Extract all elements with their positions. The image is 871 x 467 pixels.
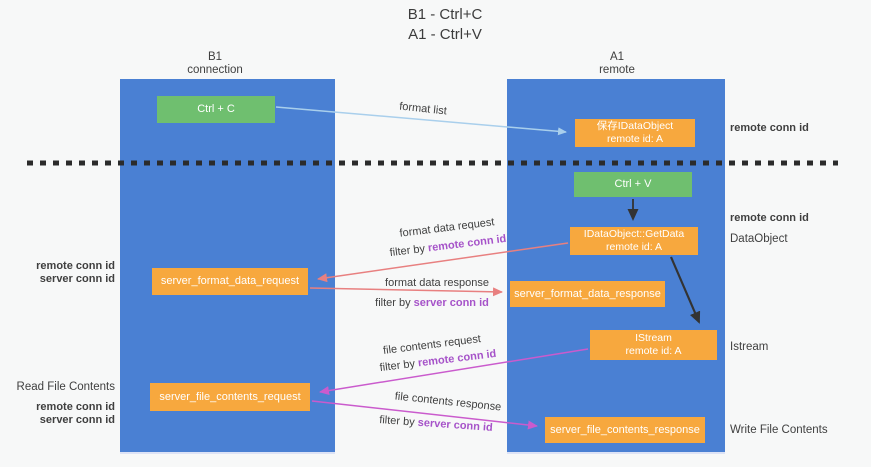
- node-server-format-data-request-label: server_format_data_request: [160, 275, 300, 287]
- lifeline-a1-role: remote: [599, 64, 635, 76]
- node-ctrl-c: Ctrl + C: [157, 96, 275, 123]
- lifeline-b1-name: B1: [207, 51, 223, 63]
- node-server-file-contents-response-label: server_file_contents_response: [550, 423, 700, 436]
- diagram-title: B1 - Ctrl+C A1 - Ctrl+V: [340, 5, 550, 45]
- title-line-1: B1 - Ctrl+C: [407, 6, 483, 23]
- node-ctrl-c-label: Ctrl + C: [197, 103, 235, 115]
- edge-label-format-data-response-filter: filter by server conn id: [375, 297, 489, 309]
- node-server-format-data-request: server_format_data_request: [152, 268, 308, 295]
- left-label-remote-conn-id-1: remote conn id: [36, 260, 115, 272]
- lifeline-b1-role: connection: [187, 64, 243, 76]
- node-server-file-contents-request: server_file_contents_request: [150, 383, 310, 411]
- title-line-2: A1 - Ctrl+V: [408, 26, 482, 43]
- right-label-dataobject: DataObject: [730, 233, 788, 245]
- arrow-format-data-response: [309, 287, 503, 297]
- right-label-istream: Istream: [730, 341, 769, 353]
- node-istream-line2: remote id: A: [625, 345, 682, 357]
- node-save-idataobject-line1: 保存IDataObject: [596, 120, 674, 132]
- right-label-remote-conn-id-2: remote conn id: [730, 212, 809, 224]
- arrow-getdata-to-istream: [669, 256, 701, 324]
- node-idataobject-getdata-line2: remote id: A: [605, 241, 663, 253]
- node-idataobject-getdata-line1: IDataObject::GetData: [583, 228, 685, 240]
- arrow-file-contents-request: [319, 348, 589, 396]
- arrow-format-data-request: [317, 242, 569, 283]
- right-label-remote-conn-id-1: remote conn id: [730, 122, 809, 134]
- lifeline-a1-name: A1: [609, 51, 625, 63]
- node-ctrl-v-label: Ctrl + V: [614, 178, 652, 190]
- filter-by-text: filter by: [375, 297, 414, 309]
- left-label-read-file-contents: Read File Contents: [16, 381, 115, 393]
- node-server-file-contents-response: server_file_contents_response: [545, 417, 705, 443]
- node-server-file-contents-request-label: server_file_contents_request: [159, 390, 301, 403]
- lifeline-header-a1: A1 remote: [537, 51, 697, 77]
- node-server-format-data-response: server_format_data_response: [510, 281, 665, 307]
- lifeline-header-b1: B1 connection: [135, 51, 295, 77]
- left-label-server-conn-id-2: server conn id: [39, 414, 115, 426]
- node-save-idataobject-line2: remote id: A: [606, 133, 664, 145]
- left-label-remote-conn-id-2: remote conn id: [36, 401, 115, 413]
- node-istream-line1: IStream: [635, 332, 672, 344]
- arrow-file-contents-response: [311, 400, 538, 430]
- arrow-format-list: [275, 106, 567, 136]
- left-label-server-conn-id-1: server conn id: [39, 273, 115, 285]
- right-label-write-file-contents: Write File Contents: [730, 424, 828, 436]
- node-ctrl-v: Ctrl + V: [574, 172, 692, 197]
- node-save-idataobject: 保存IDataObject remote id: A: [575, 119, 695, 147]
- server-conn-id-highlight: server conn id: [413, 297, 489, 309]
- node-idataobject-getdata: IDataObject::GetData remote id: A: [570, 227, 698, 255]
- node-server-format-data-response-label: server_format_data_response: [514, 287, 661, 300]
- node-istream: IStream remote id: A: [590, 330, 717, 360]
- edge-label-format-data-response: format data response: [385, 277, 489, 289]
